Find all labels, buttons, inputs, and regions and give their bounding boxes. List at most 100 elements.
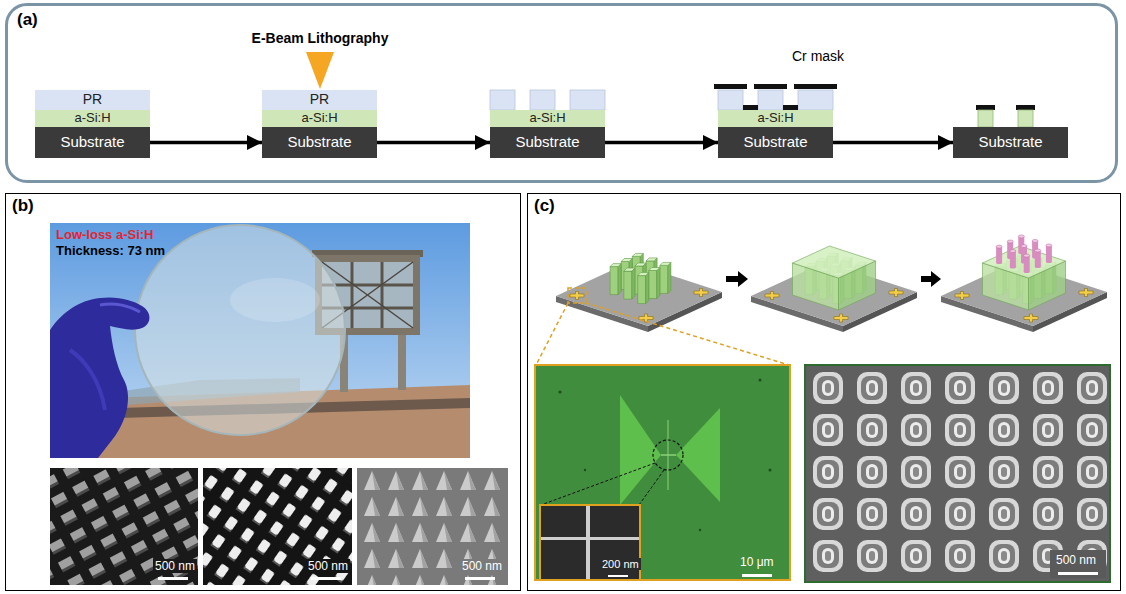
zoom-indicator bbox=[568, 288, 586, 303]
process-arrow bbox=[377, 141, 490, 145]
optical-image bbox=[769, 469, 772, 472]
silicon-layer: a-Si:H bbox=[490, 110, 605, 127]
silicon-pillar bbox=[978, 110, 993, 127]
silicon-pillar bbox=[978, 110, 1033, 127]
sem-image bbox=[203, 468, 352, 585]
substrate-layer: Substrate bbox=[490, 127, 605, 158]
wafer-photo bbox=[50, 223, 470, 458]
optical-image bbox=[584, 469, 586, 471]
node-label: Substrate bbox=[978, 134, 1042, 151]
photoresist-layer: PR bbox=[262, 90, 377, 110]
photo-caption: Thickness: 73 nm bbox=[56, 243, 165, 258]
chromium-mask bbox=[754, 84, 787, 89]
scale-bar bbox=[158, 577, 188, 580]
optical-image bbox=[639, 470, 664, 505]
sem-image bbox=[357, 468, 508, 585]
step-arrow bbox=[726, 271, 748, 287]
wafer-photo bbox=[100, 304, 140, 312]
fabrication-step-illustration bbox=[996, 235, 1052, 273]
node-label: (b) bbox=[12, 197, 34, 216]
sem-image bbox=[1058, 572, 1098, 575]
patterned-photoresist bbox=[530, 90, 555, 110]
silicon-layer: a-Si:H bbox=[718, 110, 833, 127]
optical-image bbox=[759, 379, 762, 382]
patterned-photoresist bbox=[490, 90, 833, 110]
substrate-layer: Substrate bbox=[718, 127, 833, 158]
scale-label: 500 nm bbox=[306, 559, 350, 573]
sem-image bbox=[805, 365, 1110, 582]
node-label: Substrate bbox=[743, 134, 807, 151]
patterned-photoresist bbox=[758, 90, 783, 110]
optical-image bbox=[620, 395, 661, 505]
sem-image bbox=[805, 365, 1110, 582]
step-arrow bbox=[921, 271, 941, 287]
chromium-mask bbox=[1016, 105, 1035, 110]
node-label: a-Si:H bbox=[74, 111, 110, 125]
scale-bar bbox=[158, 577, 495, 580]
panel-frame: (c) bbox=[527, 193, 1121, 591]
wafer-photo bbox=[230, 278, 320, 322]
photo-caption: Low-loss a-Si:H bbox=[56, 227, 154, 242]
process-arrow bbox=[833, 141, 953, 145]
optical-image bbox=[699, 529, 701, 531]
optical-image bbox=[608, 575, 628, 577]
fabrication-step-illustration bbox=[610, 253, 671, 303]
patterned-photoresist bbox=[718, 90, 743, 110]
wafer-photo bbox=[398, 330, 406, 390]
node-label: (c) bbox=[534, 197, 555, 216]
node-label: a-Si:H bbox=[301, 111, 337, 125]
scale-label: 500 nm bbox=[460, 559, 504, 573]
sem-image bbox=[50, 468, 198, 585]
node-label: a-Si:H bbox=[757, 111, 793, 125]
photoresist-layer: PR bbox=[35, 90, 150, 110]
wafer-photo bbox=[50, 223, 470, 458]
fabrication-step-illustration bbox=[556, 235, 1107, 332]
wafer-photo bbox=[351, 262, 354, 328]
process-arrow bbox=[605, 141, 718, 145]
panel-frame: (a)PRa-Si:HSubstratePRa-Si:HSubstratea-S… bbox=[5, 3, 1118, 183]
step-annotation: Cr mask bbox=[792, 48, 844, 64]
substrate-layer: Substrate bbox=[953, 127, 1068, 158]
sem-image bbox=[1050, 550, 1106, 578]
optical-image bbox=[535, 365, 790, 580]
scale-label: 10 μm bbox=[738, 555, 776, 569]
substrate-layer: Substrate bbox=[262, 127, 377, 158]
optical-image bbox=[668, 420, 669, 490]
zoom-indicator bbox=[536, 288, 789, 365]
substrate-layer: Substrate bbox=[35, 127, 150, 158]
step-arrow bbox=[726, 271, 941, 287]
patterned-photoresist bbox=[490, 90, 515, 110]
scale-bar bbox=[311, 577, 341, 580]
zoom-indicator bbox=[536, 303, 568, 365]
optical-image bbox=[742, 574, 772, 577]
process-arrow bbox=[150, 141, 262, 145]
zoom-indicator bbox=[586, 303, 789, 365]
node-label: Substrate bbox=[287, 134, 351, 151]
node-label: a-Si:H bbox=[529, 111, 565, 125]
chromium-mask bbox=[794, 84, 837, 89]
node-label: Substrate bbox=[515, 134, 579, 151]
fabrication-step-illustration bbox=[793, 246, 876, 310]
step-annotation: E-Beam Lithography bbox=[230, 30, 410, 46]
patterned-photoresist bbox=[570, 90, 605, 110]
optical-image bbox=[541, 537, 639, 540]
node-label: (a) bbox=[17, 11, 38, 30]
node-label: Substrate bbox=[60, 134, 124, 151]
chromium-mask bbox=[714, 84, 747, 89]
sem-image bbox=[50, 468, 508, 585]
scale-bar bbox=[465, 577, 495, 580]
silicon-pillar bbox=[1018, 110, 1033, 127]
wafer-photo bbox=[135, 225, 345, 435]
optical-image bbox=[541, 463, 655, 505]
node-label: PR bbox=[310, 92, 329, 107]
electron-beam bbox=[306, 52, 334, 89]
wafer-photo bbox=[50, 297, 150, 458]
optical-image bbox=[535, 365, 790, 580]
scale-label: 200 nm bbox=[600, 558, 641, 570]
optical-image bbox=[653, 440, 683, 470]
wafer-photo bbox=[70, 350, 105, 410]
scale-label: 500 nm bbox=[1054, 553, 1098, 567]
wafer-photo bbox=[381, 262, 384, 328]
